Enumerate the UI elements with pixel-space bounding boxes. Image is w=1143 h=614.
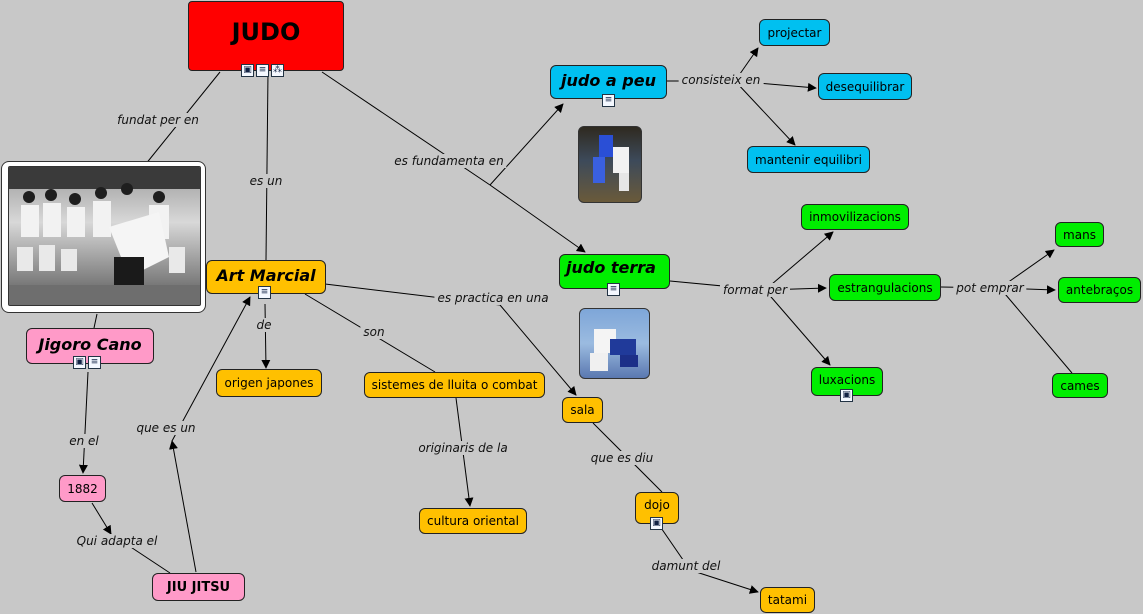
node-cultura-oriental[interactable]: cultura oriental [419, 508, 527, 534]
judo-a-peu-resource-icons: ≡ [602, 94, 615, 107]
jigoro-resource-icons: ▣ ≡ [73, 356, 101, 369]
link-label-es-un: es un [246, 174, 286, 188]
luxacions-resource-icons: ▣ [840, 389, 853, 402]
node-origen-japones[interactable]: origen japones [216, 369, 322, 397]
link-label-consisteix: consisteix en [678, 73, 764, 87]
throw-figures-image [593, 135, 629, 191]
node-sala[interactable]: sala [562, 397, 603, 423]
link-label-que-es-diu: que es diu [587, 451, 657, 465]
node-judo-a-peu[interactable]: judo a peu [550, 65, 667, 99]
link-label-son: son [360, 325, 388, 339]
concept-map-icon[interactable]: ⁂ [271, 64, 284, 77]
node-mantenir-equilibri[interactable]: mantenir equilibri [747, 146, 870, 173]
dojo-resource-icons: ▣ [650, 517, 663, 530]
image-icon[interactable]: ▣ [840, 389, 853, 402]
document-icon[interactable]: ≡ [88, 356, 101, 369]
node-jiu-jitsu[interactable]: JIU JITSU [152, 573, 245, 601]
document-icon[interactable]: ≡ [256, 64, 269, 77]
image-icon[interactable]: ▣ [650, 517, 663, 530]
image-icon[interactable]: ▣ [241, 64, 254, 77]
node-cames[interactable]: cames [1052, 373, 1108, 398]
link-label-fundat: fundat per en [114, 113, 202, 127]
ground-figures-image [590, 329, 638, 371]
judo-resource-icons: ▣ ≡ ⁂ [241, 64, 284, 77]
link-label-practica: es practica en una [434, 291, 552, 305]
art-marcial-resource-icons: ≡ [258, 286, 271, 299]
node-tatami[interactable]: tatami [760, 587, 815, 613]
node-sistemes[interactable]: sistemes de lluita o combat [364, 372, 545, 398]
link-label-damunt: damunt del [648, 559, 724, 573]
document-icon[interactable]: ≡ [258, 286, 271, 299]
judo-terra-photo [579, 308, 650, 379]
link-label-que-es-un: que es un [133, 421, 199, 435]
link-label-qui-adapta: Qui adapta el [73, 534, 161, 548]
link-label-pot-emprar: pot emprar [953, 281, 1027, 295]
group-portrait-image [9, 167, 200, 305]
node-desequilibrar[interactable]: desequilibrar [818, 73, 912, 100]
link-label-en-el: en el [66, 434, 102, 448]
node-antebracos[interactable]: antebraços [1058, 277, 1141, 303]
document-icon[interactable]: ≡ [602, 94, 615, 107]
link-label-originaris: originaris de la [415, 441, 511, 455]
node-projectar[interactable]: projectar [759, 19, 830, 46]
node-judo[interactable]: JUDO [188, 1, 344, 71]
document-icon[interactable]: ≡ [607, 283, 620, 296]
link-label-fundamenta: es fundamenta en [391, 154, 507, 168]
link-label-format: format per [720, 283, 790, 297]
node-jigoro-cano[interactable]: Jigoro Cano [26, 328, 154, 364]
node-1882[interactable]: 1882 [59, 475, 106, 502]
judo-terra-resource-icons: ≡ [607, 283, 620, 296]
node-inmovilizacions[interactable]: inmovilizacions [801, 204, 909, 230]
node-mans[interactable]: mans [1055, 222, 1104, 247]
judo-a-peu-photo [578, 126, 642, 203]
link-label-de: de [253, 318, 275, 332]
node-estrangulacions[interactable]: estrangulacions [829, 274, 941, 301]
jigoro-cano-photo [8, 166, 201, 306]
image-icon[interactable]: ▣ [73, 356, 86, 369]
